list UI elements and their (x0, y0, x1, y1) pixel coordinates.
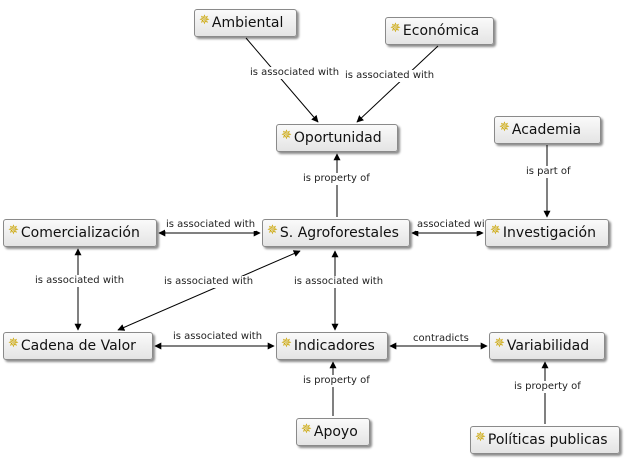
node-politicas-publicas[interactable]: ✵ Políticas publicas (470, 426, 620, 454)
edge-label-comercializacion-cadena: is associated with (34, 275, 126, 287)
node-label: Variabilidad (506, 338, 590, 354)
node-oportunidad[interactable]: ✵ Oportunidad (276, 124, 398, 152)
node-sagroforestales[interactable]: ✵ S. Agroforestales (262, 219, 410, 247)
edge-sagroforestales-cadena (117, 250, 301, 331)
node-label: S. Agroforestales (279, 225, 399, 241)
concept-star-icon: ✵ (494, 335, 505, 351)
node-variabilidad[interactable]: ✵ Variabilidad (489, 332, 605, 360)
edge-label-sagroforestales-cadena: is associated with (163, 276, 255, 288)
edge-ambiental-oportunidad (245, 37, 319, 123)
concept-star-icon: ✵ (301, 421, 312, 437)
concept-star-icon: ✵ (281, 335, 292, 351)
concept-star-icon: ✵ (281, 127, 292, 143)
concept-star-icon: ✵ (499, 119, 510, 135)
node-academia[interactable]: ✵ Academia (494, 116, 601, 144)
node-ambiental[interactable]: ✵ Ambiental (194, 9, 297, 37)
concept-star-icon: ✵ (8, 222, 19, 238)
node-label: Academia (511, 122, 582, 138)
concept-star-icon: ✵ (390, 20, 401, 36)
node-label: Económica (402, 23, 480, 39)
edge-economica-oportunidad (356, 45, 439, 123)
edge-label-politicas-variabilidad: is property of (513, 381, 582, 393)
node-label: Indicadores (293, 338, 375, 354)
node-investigacion[interactable]: ✵ Investigación (485, 219, 609, 247)
node-economica[interactable]: ✵ Económica (385, 17, 494, 45)
node-cadena-de-valor[interactable]: ✵ Cadena de Valor (3, 332, 153, 360)
edge-label-sagroforestales-oportunidad: is property of (302, 173, 371, 185)
concept-star-icon: ✵ (8, 335, 19, 351)
edge-label-economica-oportunidad: is associated with (344, 70, 436, 82)
node-apoyo[interactable]: ✵ Apoyo (296, 418, 370, 446)
node-label: Oportunidad (293, 130, 382, 146)
edge-label-indicadores-variabilidad: contradicts (412, 333, 470, 345)
concept-star-icon: ✵ (267, 222, 278, 238)
edge-label-apoyo-indicadores: is property of (302, 375, 371, 387)
concept-star-icon: ✵ (199, 12, 210, 28)
edge-label-ambiental-oportunidad: is associated with (249, 67, 341, 79)
node-label: Políticas publicas (487, 432, 608, 448)
edge-label-comercializacion-sagroforestales: is associated with (165, 219, 257, 231)
node-label: Cadena de Valor (20, 338, 136, 354)
node-label: Comercialización (20, 225, 140, 241)
node-label: Ambiental (211, 15, 284, 31)
node-comercializacion[interactable]: ✵ Comercialización (3, 219, 157, 247)
edge-label-sagroforestales-investigacion: associated with (416, 219, 496, 231)
node-indicadores[interactable]: ✵ Indicadores (276, 332, 388, 360)
node-label: Investigación (502, 225, 596, 241)
concept-star-icon: ✵ (490, 222, 501, 238)
edge-label-sagroforestales-indicadores: is associated with (293, 276, 385, 288)
node-label: Apoyo (313, 424, 358, 440)
concept-star-icon: ✵ (475, 429, 486, 445)
edge-label-cadena-indicadores: is associated with (172, 331, 264, 343)
edge-label-academia-investigacion: is part of (525, 166, 572, 178)
